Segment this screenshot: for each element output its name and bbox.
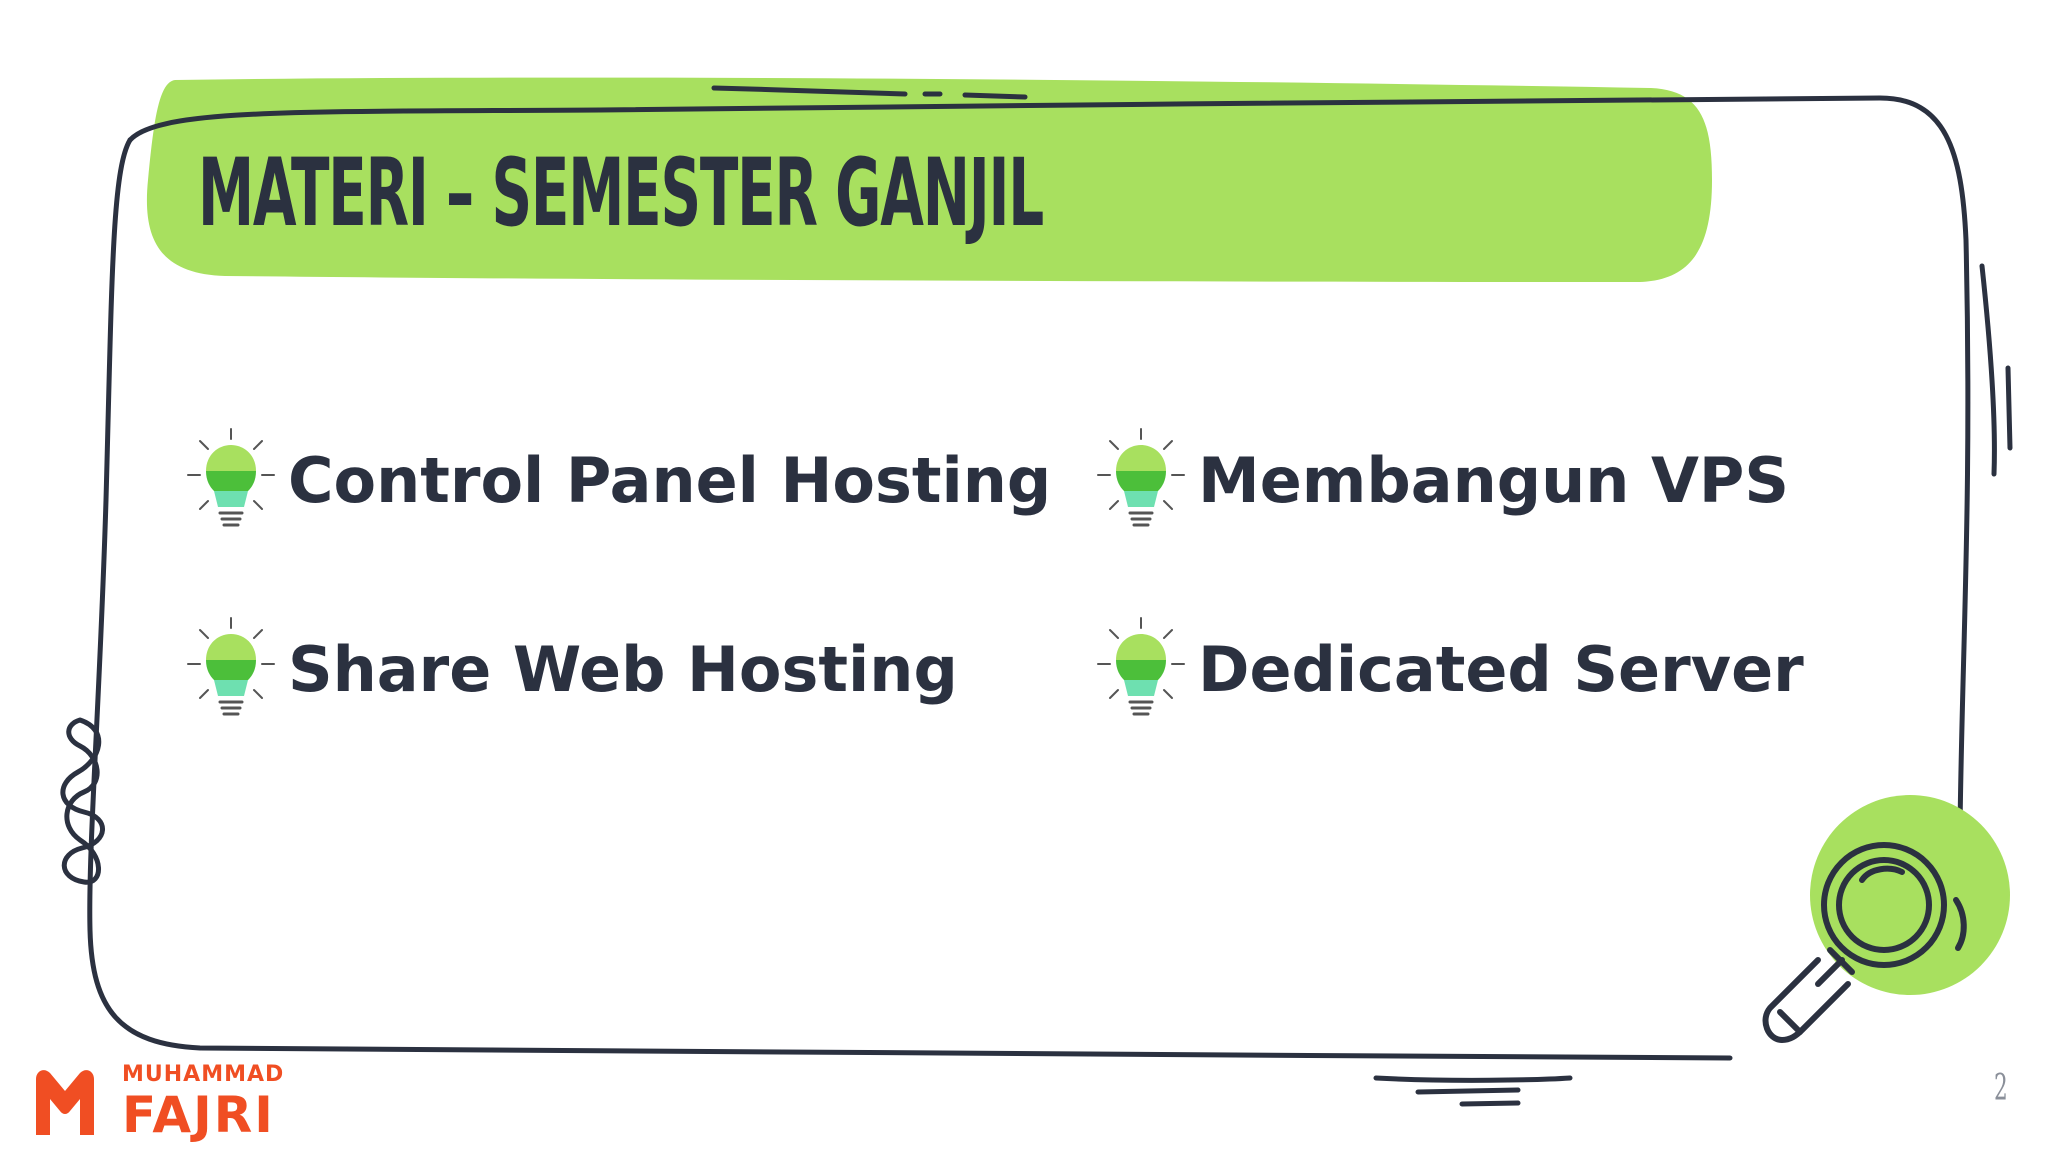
lightbulb-icon — [187, 428, 275, 527]
topic-label: Share Web Hosting — [288, 632, 958, 706]
squiggle-decoration — [60, 717, 105, 885]
topic-label: Dedicated Server — [1198, 632, 1804, 706]
brand-line2: FAJRI — [122, 1086, 275, 1144]
lightbulb-icon — [187, 617, 275, 716]
topic-item: Control Panel Hosting — [186, 425, 1051, 535]
topic-item: Share Web Hosting — [186, 614, 958, 724]
brand-line1: MUHAMMAD — [122, 1062, 285, 1087]
brand-logo: MUHAMMAD FAJRI — [34, 1060, 284, 1144]
lightbulb-icon — [1097, 428, 1185, 527]
logo-m-icon — [36, 1070, 94, 1135]
topic-label: Control Panel Hosting — [288, 443, 1052, 517]
slide-title: MATERI – SEMESTER GANJIL — [198, 138, 1044, 248]
topic-label: Membangun VPS — [1198, 443, 1790, 517]
page-number: 2 — [1994, 1068, 2008, 1109]
lightbulb-icon — [1097, 617, 1185, 716]
topic-item: Dedicated Server — [1096, 614, 1804, 724]
frame-border — [127, 95, 1971, 833]
magnifying-glass-icon — [1762, 842, 1967, 1043]
title-highlight — [146, 77, 1713, 282]
topic-item: Membangun VPS — [1096, 425, 1789, 535]
